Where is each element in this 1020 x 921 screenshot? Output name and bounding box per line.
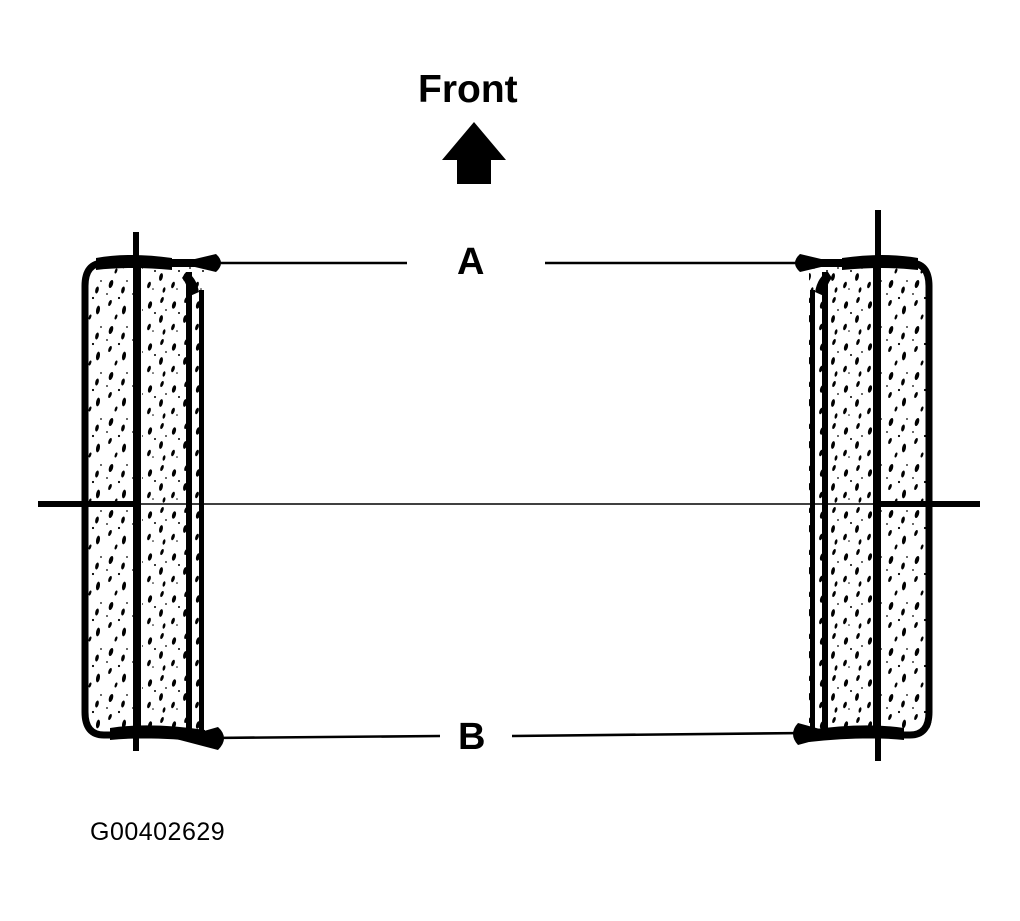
front-direction-label: Front bbox=[418, 68, 518, 111]
callout-b-leader-left bbox=[176, 727, 441, 750]
horizontal-centerline bbox=[38, 501, 980, 507]
up-arrow-icon bbox=[442, 122, 506, 184]
figure-caption-code: G00402629 bbox=[90, 818, 226, 846]
callout-label-a: A bbox=[457, 241, 485, 283]
callout-a-leader-left bbox=[178, 254, 407, 272]
callout-b-leader-right bbox=[511, 723, 838, 745]
right-bushing bbox=[809, 210, 933, 761]
callout-a-leader-right bbox=[545, 254, 838, 272]
callout-label-b: B bbox=[458, 716, 486, 758]
left-bushing bbox=[81, 232, 205, 751]
